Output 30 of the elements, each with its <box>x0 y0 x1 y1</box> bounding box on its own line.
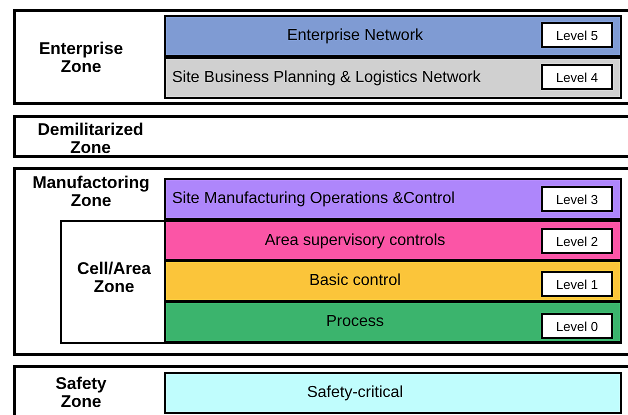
level-band <box>164 220 622 261</box>
level-tag: Level 4 <box>541 64 613 90</box>
level-tag: Level 3 <box>541 186 613 212</box>
band-label: Site Business Planning & Logistics Network <box>172 69 481 87</box>
zone-box <box>60 220 622 344</box>
zone-label: Enterprise Zone <box>38 40 124 76</box>
band-label: Enterprise Network <box>286 27 424 45</box>
band-label: Site Manufacturing Operations &Control <box>172 190 455 208</box>
zone-label: Safety Zone <box>54 375 108 411</box>
level-band <box>164 372 622 414</box>
level-band <box>164 57 622 99</box>
zone-box <box>13 9 628 105</box>
level-band <box>164 178 622 220</box>
level-band <box>164 260 622 302</box>
level-band <box>164 301 622 343</box>
band-label: Basic control <box>308 272 402 290</box>
level-band <box>164 15 622 57</box>
zone-box <box>13 167 628 356</box>
zone-box <box>13 115 628 158</box>
level-tag: Level 1 <box>541 271 613 297</box>
level-tag: Level 0 <box>541 313 613 339</box>
zone-label: Demilitarized Zone <box>36 121 144 157</box>
band-label: Process <box>325 313 385 331</box>
level-tag: Level 5 <box>541 22 613 48</box>
level-tag: Level 2 <box>541 228 613 254</box>
zone-label: Manufactoring Zone <box>31 174 151 210</box>
band-label: Safety-critical <box>306 384 404 402</box>
zone-label: Cell/Area Zone <box>76 260 152 296</box>
band-label: Area supervisory controls <box>264 232 446 250</box>
zone-box <box>13 365 628 415</box>
